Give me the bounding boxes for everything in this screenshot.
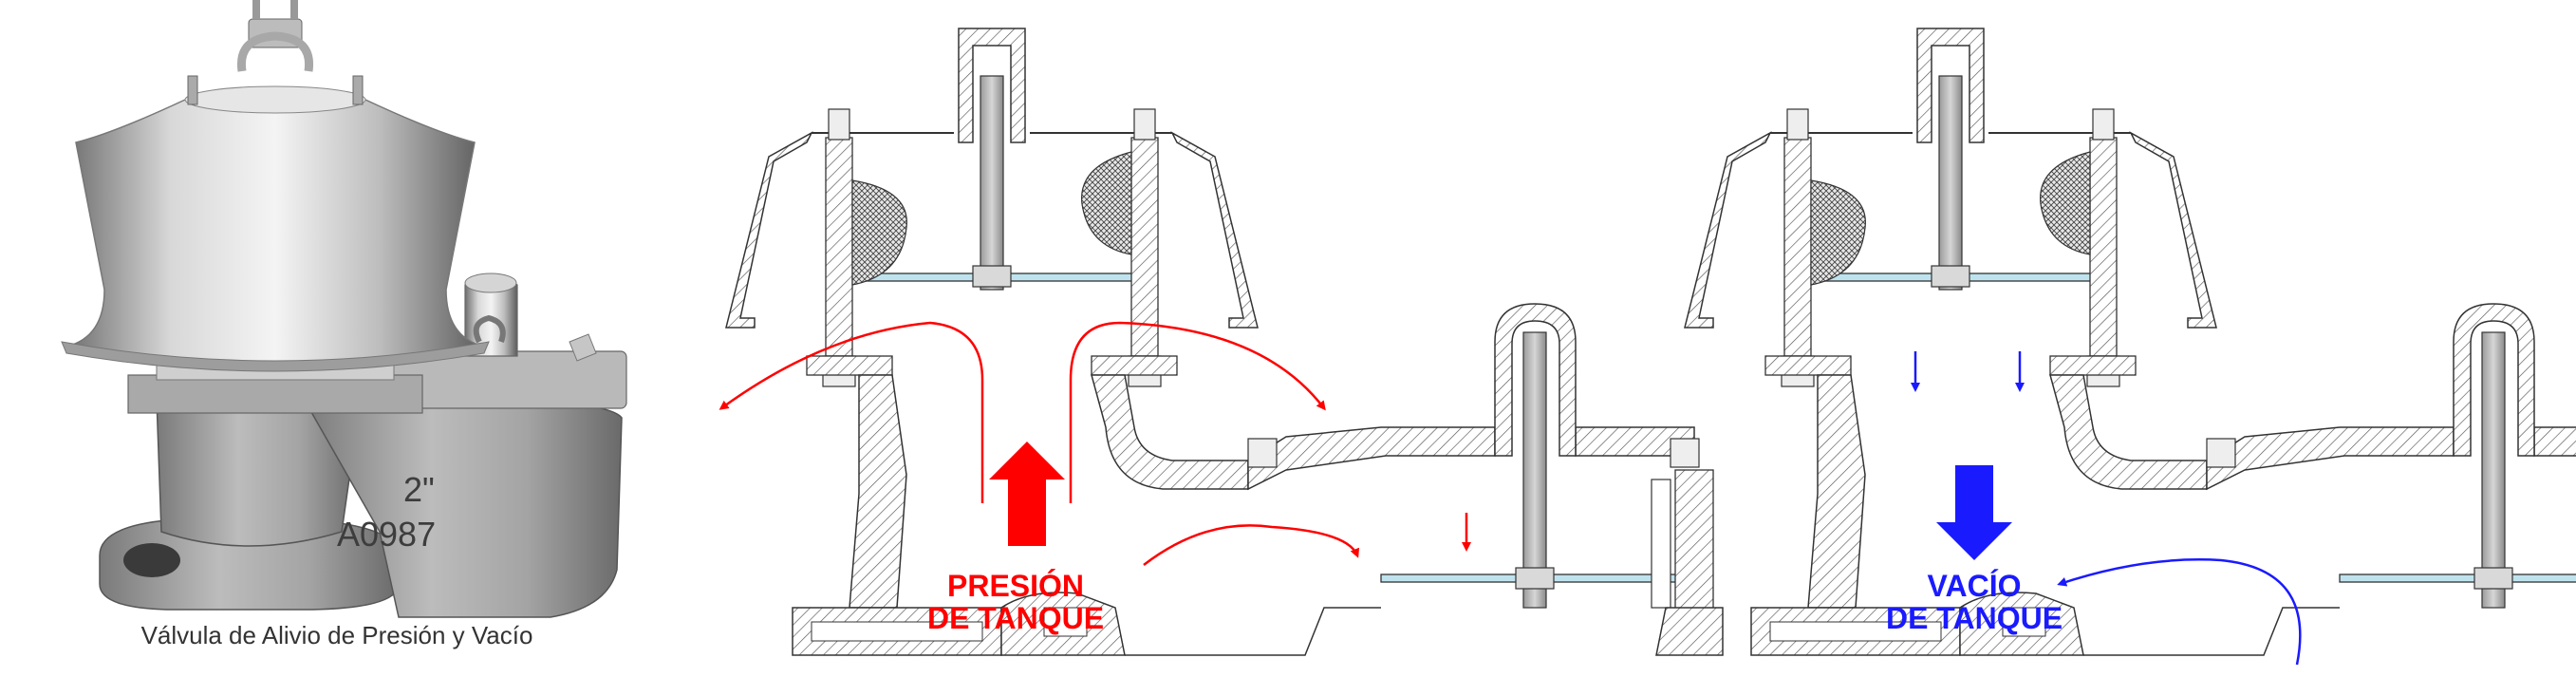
- vacuum-big-down-arrow: [1936, 465, 2012, 560]
- vacuum-inflow-arrow: [2057, 558, 2302, 666]
- pressure-flow-left-arrow: [719, 321, 984, 503]
- pressure-flow-right-arrow: [1069, 321, 1326, 503]
- pressure-big-up-arrow: [989, 442, 1065, 546]
- valve-photo: 2" A0987: [61, 0, 627, 618]
- vacuum-diagram: [1684, 28, 2576, 656]
- vacuum-label-line2: DE TANQUE: [1886, 601, 2063, 635]
- pressure-valve-section: [725, 28, 1724, 656]
- vacuum-flow-arrows: [1911, 351, 2302, 666]
- pressure-flow-arrows: [719, 321, 1471, 566]
- body-marking-size: 2": [403, 470, 435, 509]
- pressure-diagram: [725, 28, 1724, 656]
- vacuum-label-line1: VACÍO: [1928, 569, 2022, 603]
- pressure-label-line2: DE TANQUE: [927, 601, 1104, 635]
- pressure-label-line1: PRESIÓN: [947, 569, 1084, 603]
- body-marking-code: A0987: [337, 515, 436, 554]
- vacuum-valve-section: [1684, 28, 2576, 656]
- pressure-flow-inner-arrow: [1143, 524, 1360, 566]
- photo-caption: Válvula de Alivio de Presión y Vacío: [141, 621, 533, 649]
